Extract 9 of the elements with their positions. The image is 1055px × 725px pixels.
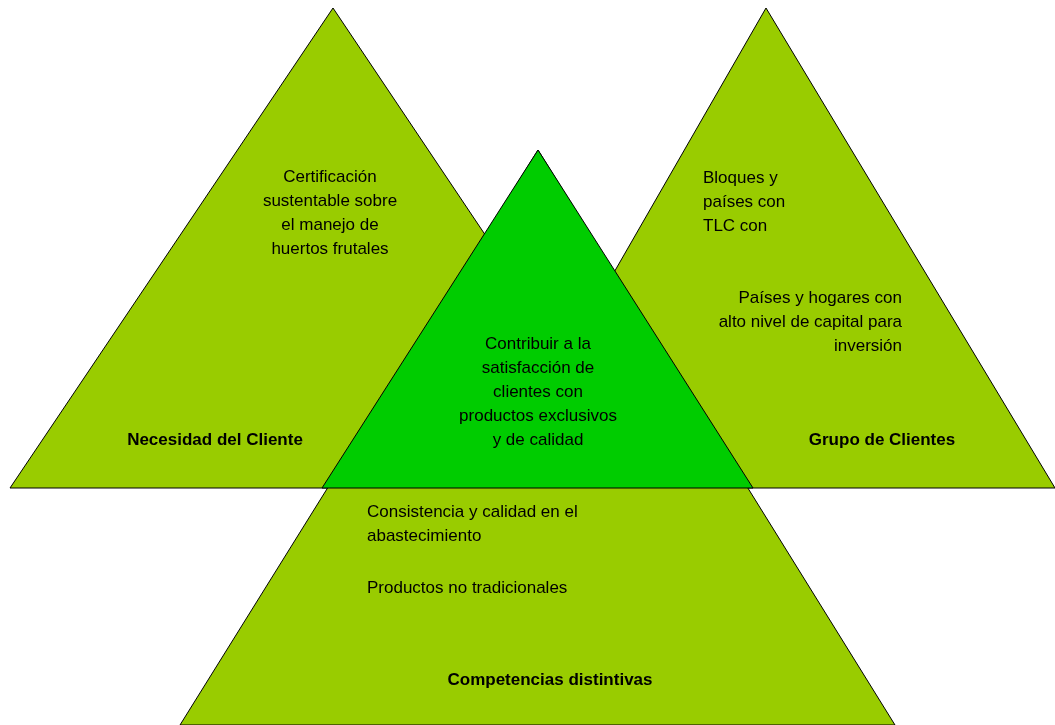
triangle-title: Competencias distintivas <box>446 669 654 691</box>
client-group-text: Bloques y países con TLC con <box>703 167 787 237</box>
competence-text: Productos no tradicionales <box>367 577 569 599</box>
triangle-title: Necesidad del Cliente <box>126 429 304 451</box>
triangle-title: Grupo de Clientes <box>807 429 957 451</box>
need-text: Certificación sustentable sobre el manejo de huertos frutales <box>262 166 398 260</box>
client-group-text: Países y hogares con alto nivel de capital para inversión <box>717 287 902 357</box>
competence-text: Consistencia y calidad en el abastecimiento <box>367 501 579 547</box>
core-text: Contribuir a la satisfacción de clientes con productos exclusivos y de calidad <box>458 333 618 451</box>
